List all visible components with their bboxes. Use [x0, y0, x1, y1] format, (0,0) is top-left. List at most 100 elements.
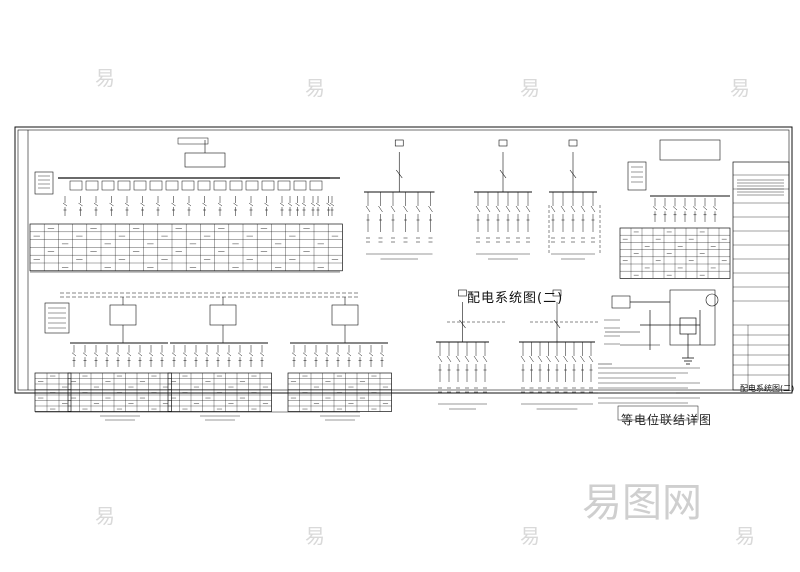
breaker-symbol	[193, 352, 199, 357]
breaker-symbol	[515, 205, 521, 213]
drawing-border	[14, 126, 793, 394]
breaker-symbol	[529, 355, 534, 363]
breaker-symbol	[379, 352, 385, 357]
breaker-symbol	[324, 352, 330, 357]
breaker-symbol	[104, 352, 110, 357]
breaker-symbol	[248, 352, 254, 357]
incoming-unit	[659, 139, 721, 161]
breaker-symbol	[182, 352, 188, 357]
breaker-symbol	[590, 205, 596, 213]
breaker-symbol	[537, 355, 543, 363]
breaker-symbol	[652, 206, 658, 211]
breaker-symbol	[495, 205, 501, 213]
meter-box	[149, 180, 163, 191]
incoming-cabinet	[184, 152, 226, 168]
sheet-title-block-name: 配电系统图(二)	[740, 384, 795, 393]
breaker-symbol	[148, 352, 154, 357]
main-breaker	[396, 169, 403, 179]
breaker-symbol	[563, 355, 568, 363]
breaker-symbol	[302, 352, 308, 357]
sub-panel-2	[209, 304, 237, 326]
breaker-symbol	[525, 205, 531, 213]
breaker-symbol	[237, 352, 243, 357]
breaker-symbol	[71, 352, 77, 357]
breaker-symbol	[313, 352, 319, 357]
breaker-symbol	[505, 205, 511, 213]
breaker-symbol	[580, 355, 585, 363]
breaker-symbol	[464, 355, 470, 363]
meter-box	[69, 180, 83, 191]
supply-terminal	[458, 289, 467, 297]
bonding-pipe	[705, 293, 719, 307]
breaker-symbol	[233, 202, 238, 207]
breaker-symbol	[202, 202, 207, 207]
row-header-table	[34, 372, 72, 412]
sub-load-table-2	[167, 372, 272, 412]
breaker-symbol	[475, 205, 481, 213]
breaker-symbol	[346, 352, 352, 357]
meter-box	[309, 180, 323, 191]
breaker-symbol	[571, 355, 577, 363]
breaker-symbol	[295, 202, 300, 207]
breaker-symbol	[126, 352, 132, 357]
equipotential-detail-title: 等电位联结详图	[621, 413, 713, 427]
breaker-symbol	[137, 352, 143, 357]
meter-box	[277, 180, 291, 191]
meter-box	[293, 180, 307, 191]
breaker-symbol	[204, 352, 210, 357]
meter-box	[181, 180, 195, 191]
left-legend-box	[44, 302, 70, 334]
meter-box	[197, 180, 211, 191]
breaker-symbol	[520, 355, 526, 363]
breaker-symbol	[287, 202, 293, 207]
breaker-symbol	[368, 352, 374, 357]
breaker-symbol	[310, 202, 316, 207]
breaker-symbol	[186, 202, 192, 207]
breaker-symbol	[159, 352, 165, 357]
breaker-symbol	[329, 202, 335, 207]
breaker-symbol	[171, 202, 176, 207]
bonding-enclosure	[669, 289, 716, 346]
sub-load-table-3	[287, 372, 392, 412]
breaker-symbol	[335, 352, 341, 357]
meter-box	[117, 180, 131, 191]
breaker-symbol	[357, 352, 363, 357]
meter-box	[245, 180, 259, 191]
breaker-symbol	[415, 205, 421, 213]
breaker-symbol	[378, 205, 383, 213]
supply-terminal	[394, 139, 404, 147]
breaker-symbol	[140, 202, 145, 207]
breaker-symbol	[428, 205, 433, 213]
breaker-symbol	[93, 352, 99, 357]
breaker-symbol	[326, 202, 331, 207]
breaker-symbol	[115, 352, 121, 357]
breaker-symbol	[672, 206, 678, 211]
sub-panel-1	[109, 304, 137, 326]
breaker-symbol	[403, 205, 408, 213]
legend-box	[34, 171, 54, 195]
breaker-symbol	[485, 205, 491, 213]
supply-terminal	[552, 289, 562, 297]
breaker-symbol	[570, 205, 576, 213]
breaker-symbol	[291, 352, 297, 357]
main-drawing-title: 配电系统图(二)	[467, 291, 564, 306]
breaker-symbol	[248, 202, 254, 207]
breaker-symbol	[560, 205, 566, 213]
main-earthing-terminal	[679, 317, 697, 335]
breaker-symbol	[217, 202, 223, 207]
breaker-symbol	[437, 355, 443, 363]
meter-box	[85, 180, 99, 191]
breaker-symbol	[155, 202, 161, 207]
breaker-symbol	[588, 355, 594, 363]
meter-box	[229, 180, 243, 191]
breaker-symbol	[109, 202, 114, 207]
meter-box	[213, 180, 227, 191]
drawing-inner-border	[17, 129, 790, 391]
breaker-symbol	[365, 205, 371, 213]
breaker-symbol	[171, 352, 177, 357]
meter-box	[165, 180, 179, 191]
meter-box	[101, 180, 115, 191]
breaker-symbol	[546, 355, 551, 363]
breaker-symbol	[455, 355, 461, 363]
